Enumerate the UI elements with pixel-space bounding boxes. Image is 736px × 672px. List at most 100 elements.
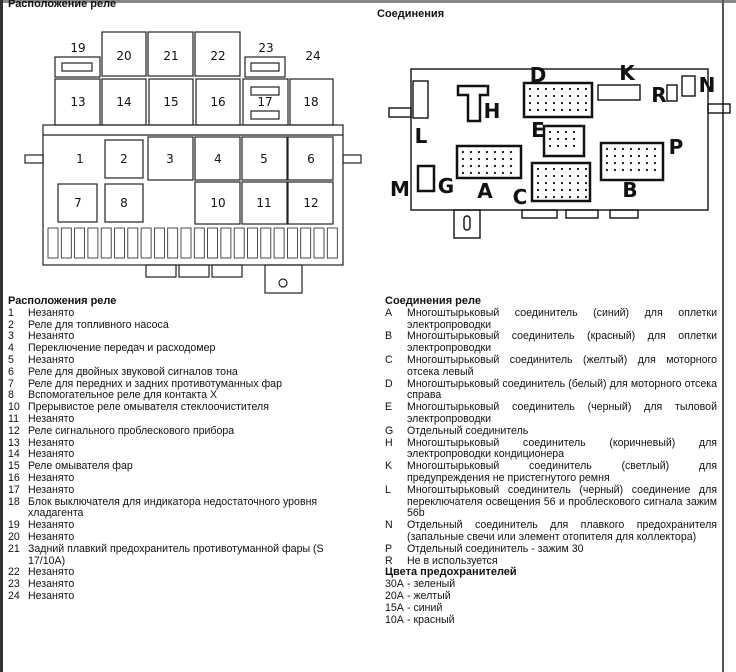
pin-dot: [552, 188, 556, 192]
mounting-hole: [278, 278, 288, 288]
diagrams: 1 2 3 4 5 6 7 8 10 11 12 13 14 15 16 17 …: [24, 31, 731, 294]
fuse-17a-icon: [250, 86, 280, 96]
connector-H: [456, 84, 490, 123]
connector-B: [599, 141, 665, 182]
item-text: Незанято: [28, 436, 75, 449]
pin-dot: [548, 130, 552, 134]
pin-dot: [552, 101, 556, 105]
connector-E: [542, 124, 586, 158]
pin-dot: [584, 167, 588, 171]
relay-box-diagram: [24, 31, 362, 294]
pin-dot: [568, 188, 572, 192]
fuse-17b-icon: [250, 110, 280, 120]
pin-dot: [560, 167, 564, 171]
slot-19: [54, 56, 101, 78]
fuse-slot: [193, 227, 205, 259]
label-19: 19: [70, 41, 85, 55]
item-text: Незанято: [28, 578, 75, 591]
label-R: R: [651, 83, 666, 107]
pin-dot: [544, 87, 548, 91]
pin-dot: [621, 168, 625, 172]
pin-dot: [576, 195, 580, 199]
pin-dot: [637, 161, 641, 165]
fuse-colors-title: Цвета предохранителей: [385, 566, 517, 579]
fuse-slot: [100, 227, 112, 259]
item-key: G: [385, 424, 394, 437]
pin-dot: [469, 171, 473, 175]
pin-dot: [509, 157, 513, 161]
pin-dot: [477, 157, 481, 161]
fuse-slot: [167, 227, 179, 259]
pin-dot: [552, 195, 556, 199]
scan-right-border: [722, 0, 724, 672]
item-key: E: [385, 401, 393, 414]
list-item: 30A- зеленый: [385, 578, 717, 591]
fuse-19-icon: [61, 62, 93, 72]
pin-dot: [461, 171, 465, 175]
pin-dot: [568, 108, 572, 112]
list-item: G Отдельный соединитель: [385, 424, 717, 438]
pin-dot: [560, 108, 564, 112]
pin-dot: [605, 147, 609, 151]
slot-3: [147, 136, 194, 181]
list-item: 10A- красный: [385, 614, 717, 627]
item-key: 8: [8, 389, 14, 402]
pin-dot: [509, 150, 513, 154]
pin-dot: [477, 150, 481, 154]
pin-dot: [584, 188, 588, 192]
item-key: R: [385, 554, 393, 567]
pin-dot: [576, 101, 580, 105]
pin-dot: [501, 171, 505, 175]
item-text: Незанято: [28, 353, 75, 366]
item-text: Отдельный соединитель: [407, 424, 529, 437]
item-key: A: [385, 306, 393, 319]
item-key: P: [385, 542, 393, 555]
item-text: Незанято: [28, 471, 75, 484]
pin-dot: [564, 130, 568, 134]
item-key: D: [385, 377, 393, 390]
slot-10: [194, 181, 241, 225]
pin-dot: [576, 167, 580, 171]
connector-D: [522, 81, 594, 119]
pin-dot: [576, 108, 580, 112]
fuse-23-icon: [250, 62, 280, 72]
item-text: - зеленый: [407, 578, 456, 591]
pin-dot: [544, 188, 548, 192]
bottom-tab: [178, 264, 210, 278]
pin-dot: [528, 101, 532, 105]
pin-dot: [621, 147, 625, 151]
connections-heading: Соединения: [377, 8, 445, 20]
pin-dot: [544, 94, 548, 98]
pin-dot: [613, 161, 617, 165]
connector-K: [597, 84, 641, 101]
fuse-slot: [47, 227, 59, 259]
pin-dot: [653, 154, 657, 158]
label-16: 16: [210, 95, 225, 109]
connector-pins: [461, 87, 657, 199]
pin-dot: [552, 181, 556, 185]
fuse-slot: [127, 227, 139, 259]
bottom-tab: [565, 209, 599, 219]
item-text: Незанято: [28, 566, 75, 579]
label-14: 14: [116, 95, 131, 109]
item-key: 20: [8, 530, 20, 543]
item-text: Незанято: [28, 412, 75, 425]
item-key: 20A: [385, 589, 404, 602]
pin-dot: [653, 147, 657, 151]
pin-dot: [613, 168, 617, 172]
pin-dot: [621, 154, 625, 158]
fuse-slot: [140, 227, 152, 259]
item-text: Реле для двойных звуковой сигналов тона: [28, 365, 238, 378]
